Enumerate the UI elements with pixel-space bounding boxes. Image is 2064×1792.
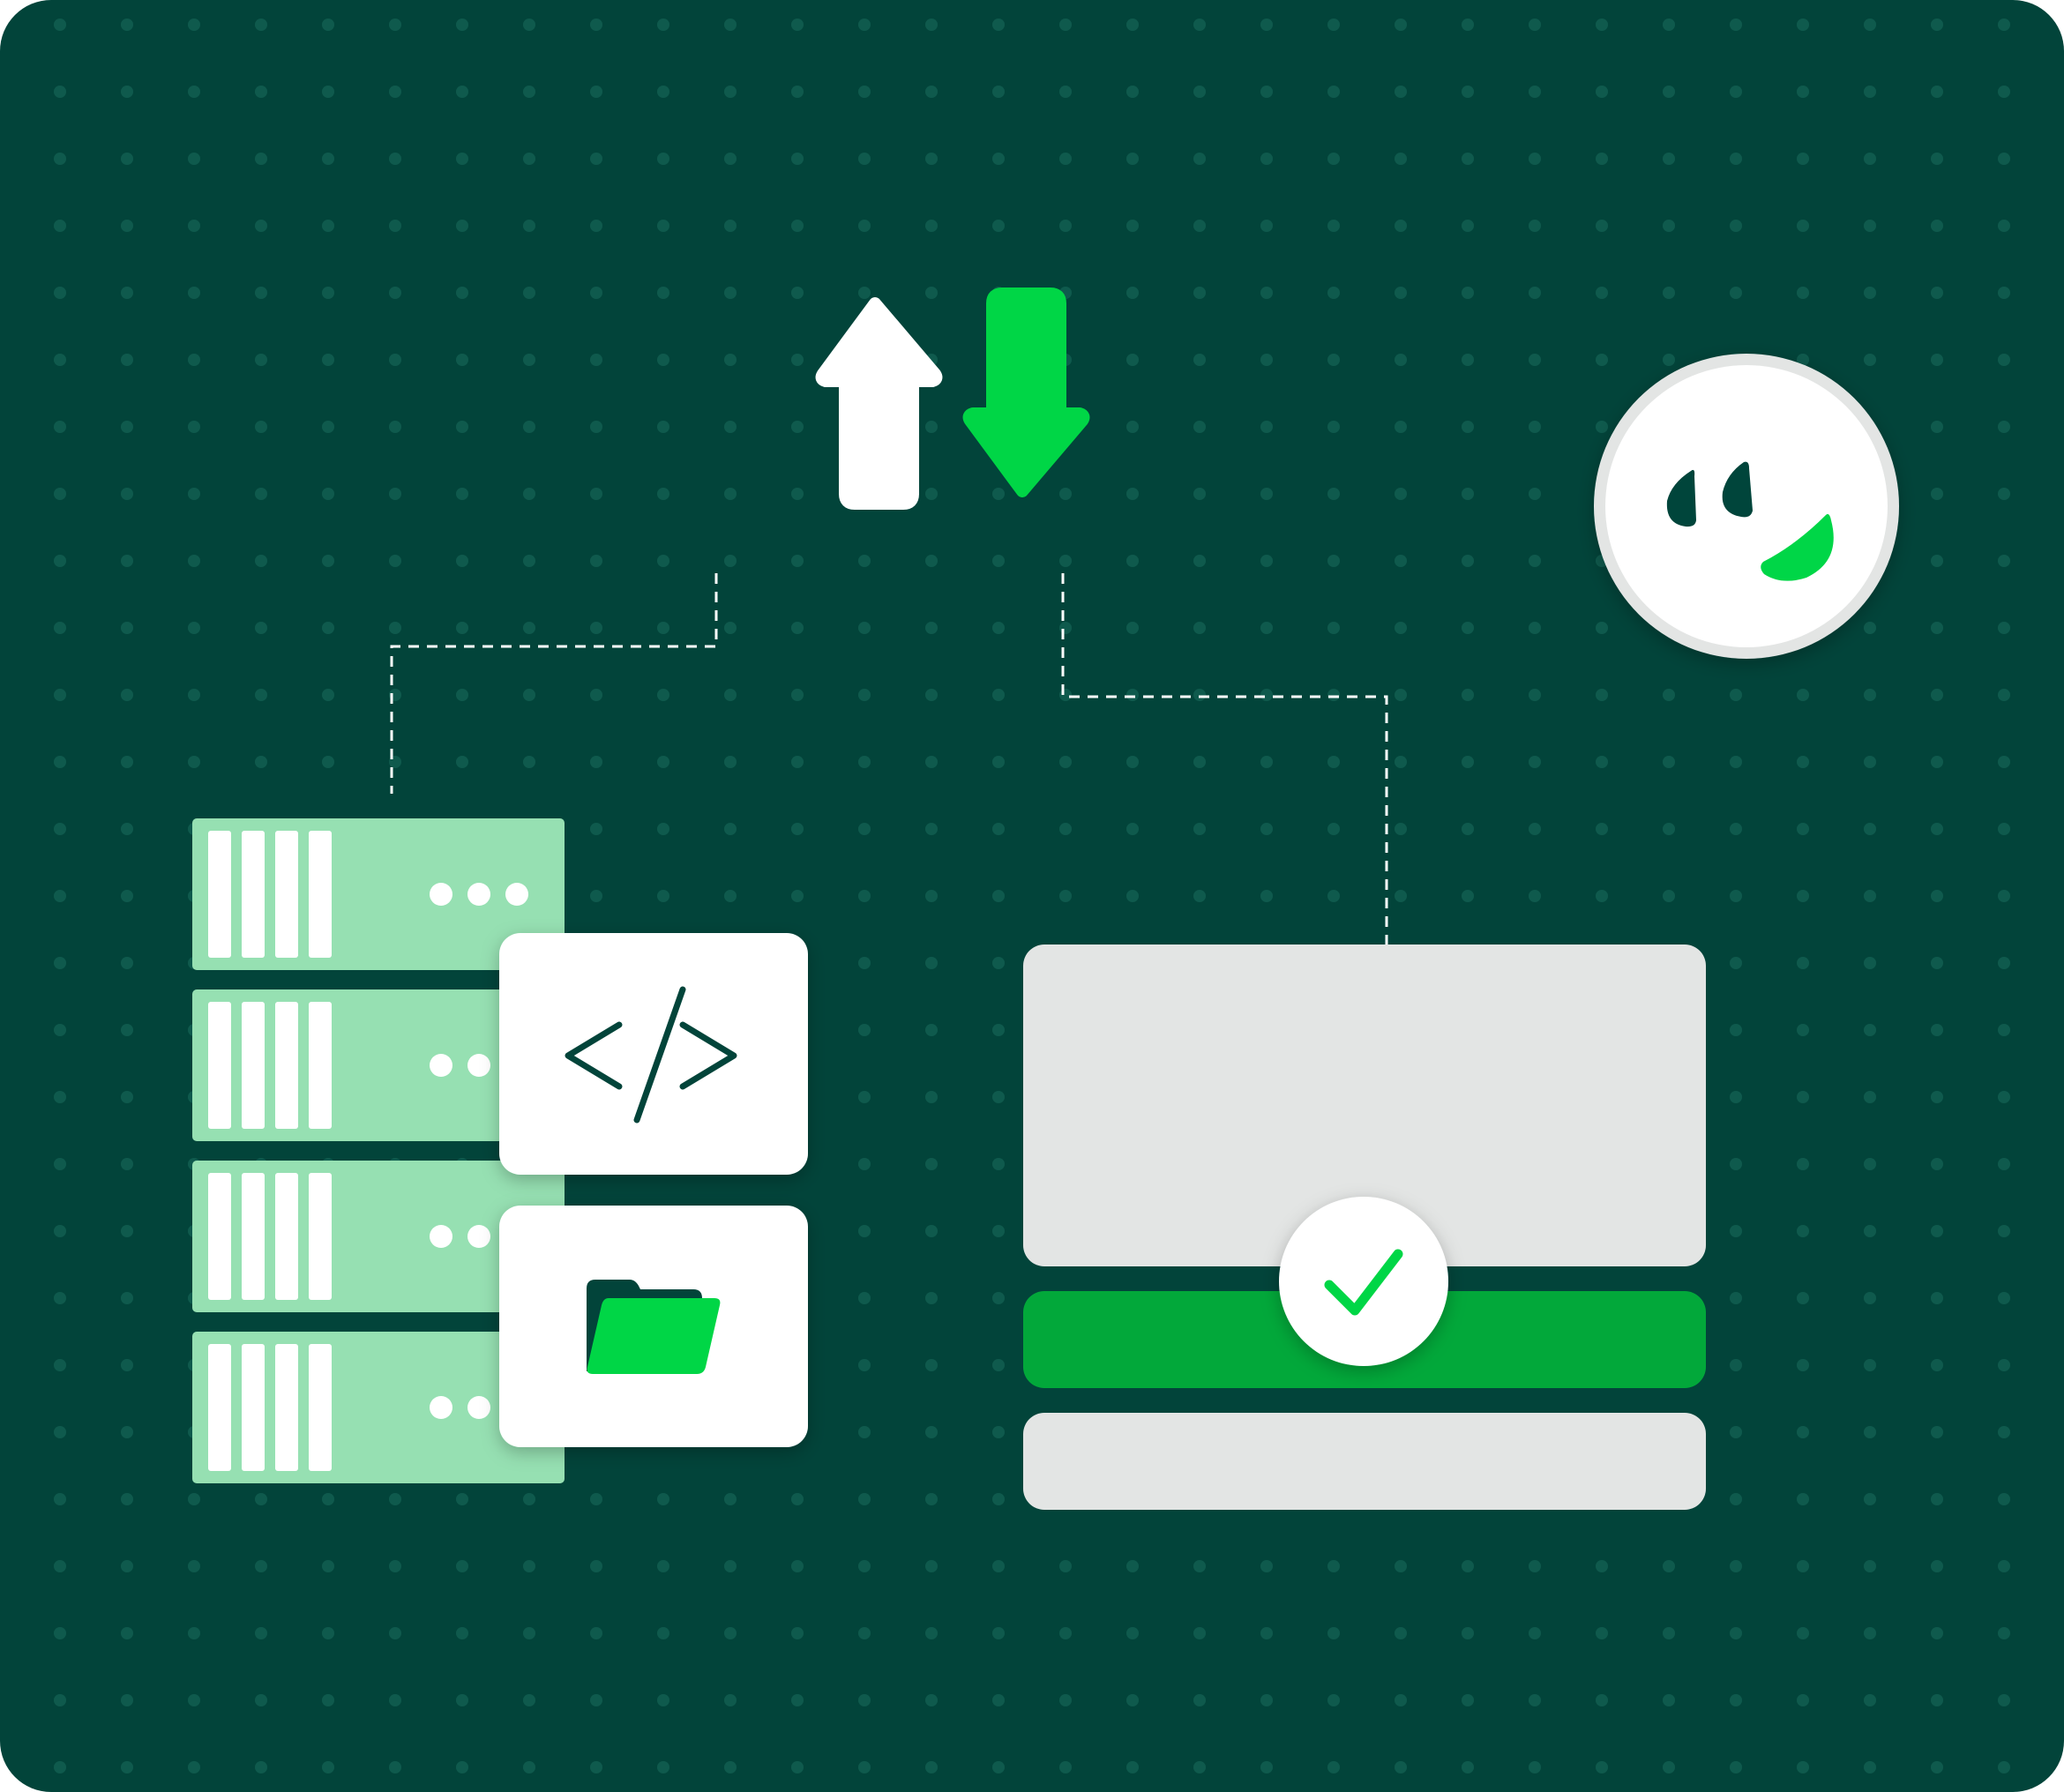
server-slot [242,1344,265,1471]
check-icon [1279,1197,1448,1366]
placeholder-bar [1023,1413,1706,1510]
status-led [467,1054,490,1077]
status-led [505,883,528,906]
server-slot [309,1173,332,1300]
status-led [430,1054,452,1077]
status-led [467,883,490,906]
server-slot [208,1344,231,1471]
server-slot [309,831,332,958]
server-slot [275,1002,298,1129]
status-led [430,1225,452,1248]
arrow-up-icon [815,297,943,510]
status-led [430,1396,452,1419]
code-icon [565,986,737,1124]
server-slot [309,1002,332,1129]
connector-line-left [390,573,718,794]
server-slot [242,831,265,958]
content-block [1023,945,1706,1266]
server-slot [208,1173,231,1300]
server-slot [208,831,231,958]
folder-icon [587,1280,721,1374]
server-slot [275,1173,298,1300]
smiley-logo-icon [1594,354,1899,659]
status-led [467,1396,490,1419]
server-slot [242,1002,265,1129]
code-card [499,933,808,1175]
server-slot [275,1344,298,1471]
server-slot [275,831,298,958]
status-led [430,883,452,906]
check-mark [1324,1249,1403,1316]
connector-line-right [1061,573,1388,945]
server-slot [242,1173,265,1300]
server-slot [309,1344,332,1471]
arrow-down-icon [962,287,1090,497]
server-slot [208,1002,231,1129]
status-led [467,1225,490,1248]
server-rack-icon [192,818,565,1483]
